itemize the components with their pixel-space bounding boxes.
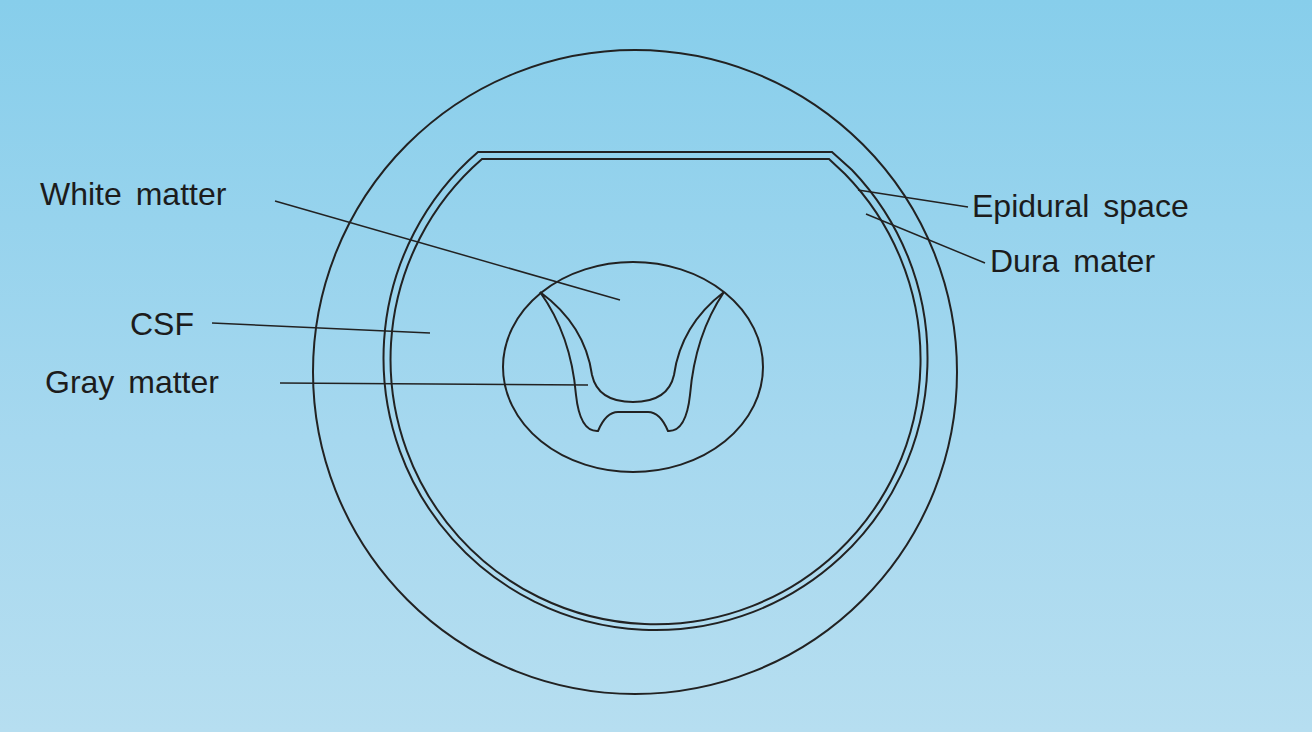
gray-matter-outline (540, 292, 724, 431)
leader-line (212, 323, 430, 333)
part-label: White matter (40, 177, 226, 212)
part-label: Gray matter (45, 365, 219, 400)
part-label: Dura mater (990, 244, 1155, 279)
epidural-outline (313, 50, 957, 694)
leader-line (866, 214, 985, 263)
part-label: CSF (130, 307, 194, 342)
dura-outer-line (384, 152, 928, 630)
leader-line (275, 201, 620, 300)
leader-line (858, 190, 968, 207)
part-label: Epidural space (972, 189, 1189, 224)
dura-inner-line (391, 159, 921, 624)
cord-outline (503, 262, 763, 472)
leader-line (280, 383, 588, 385)
